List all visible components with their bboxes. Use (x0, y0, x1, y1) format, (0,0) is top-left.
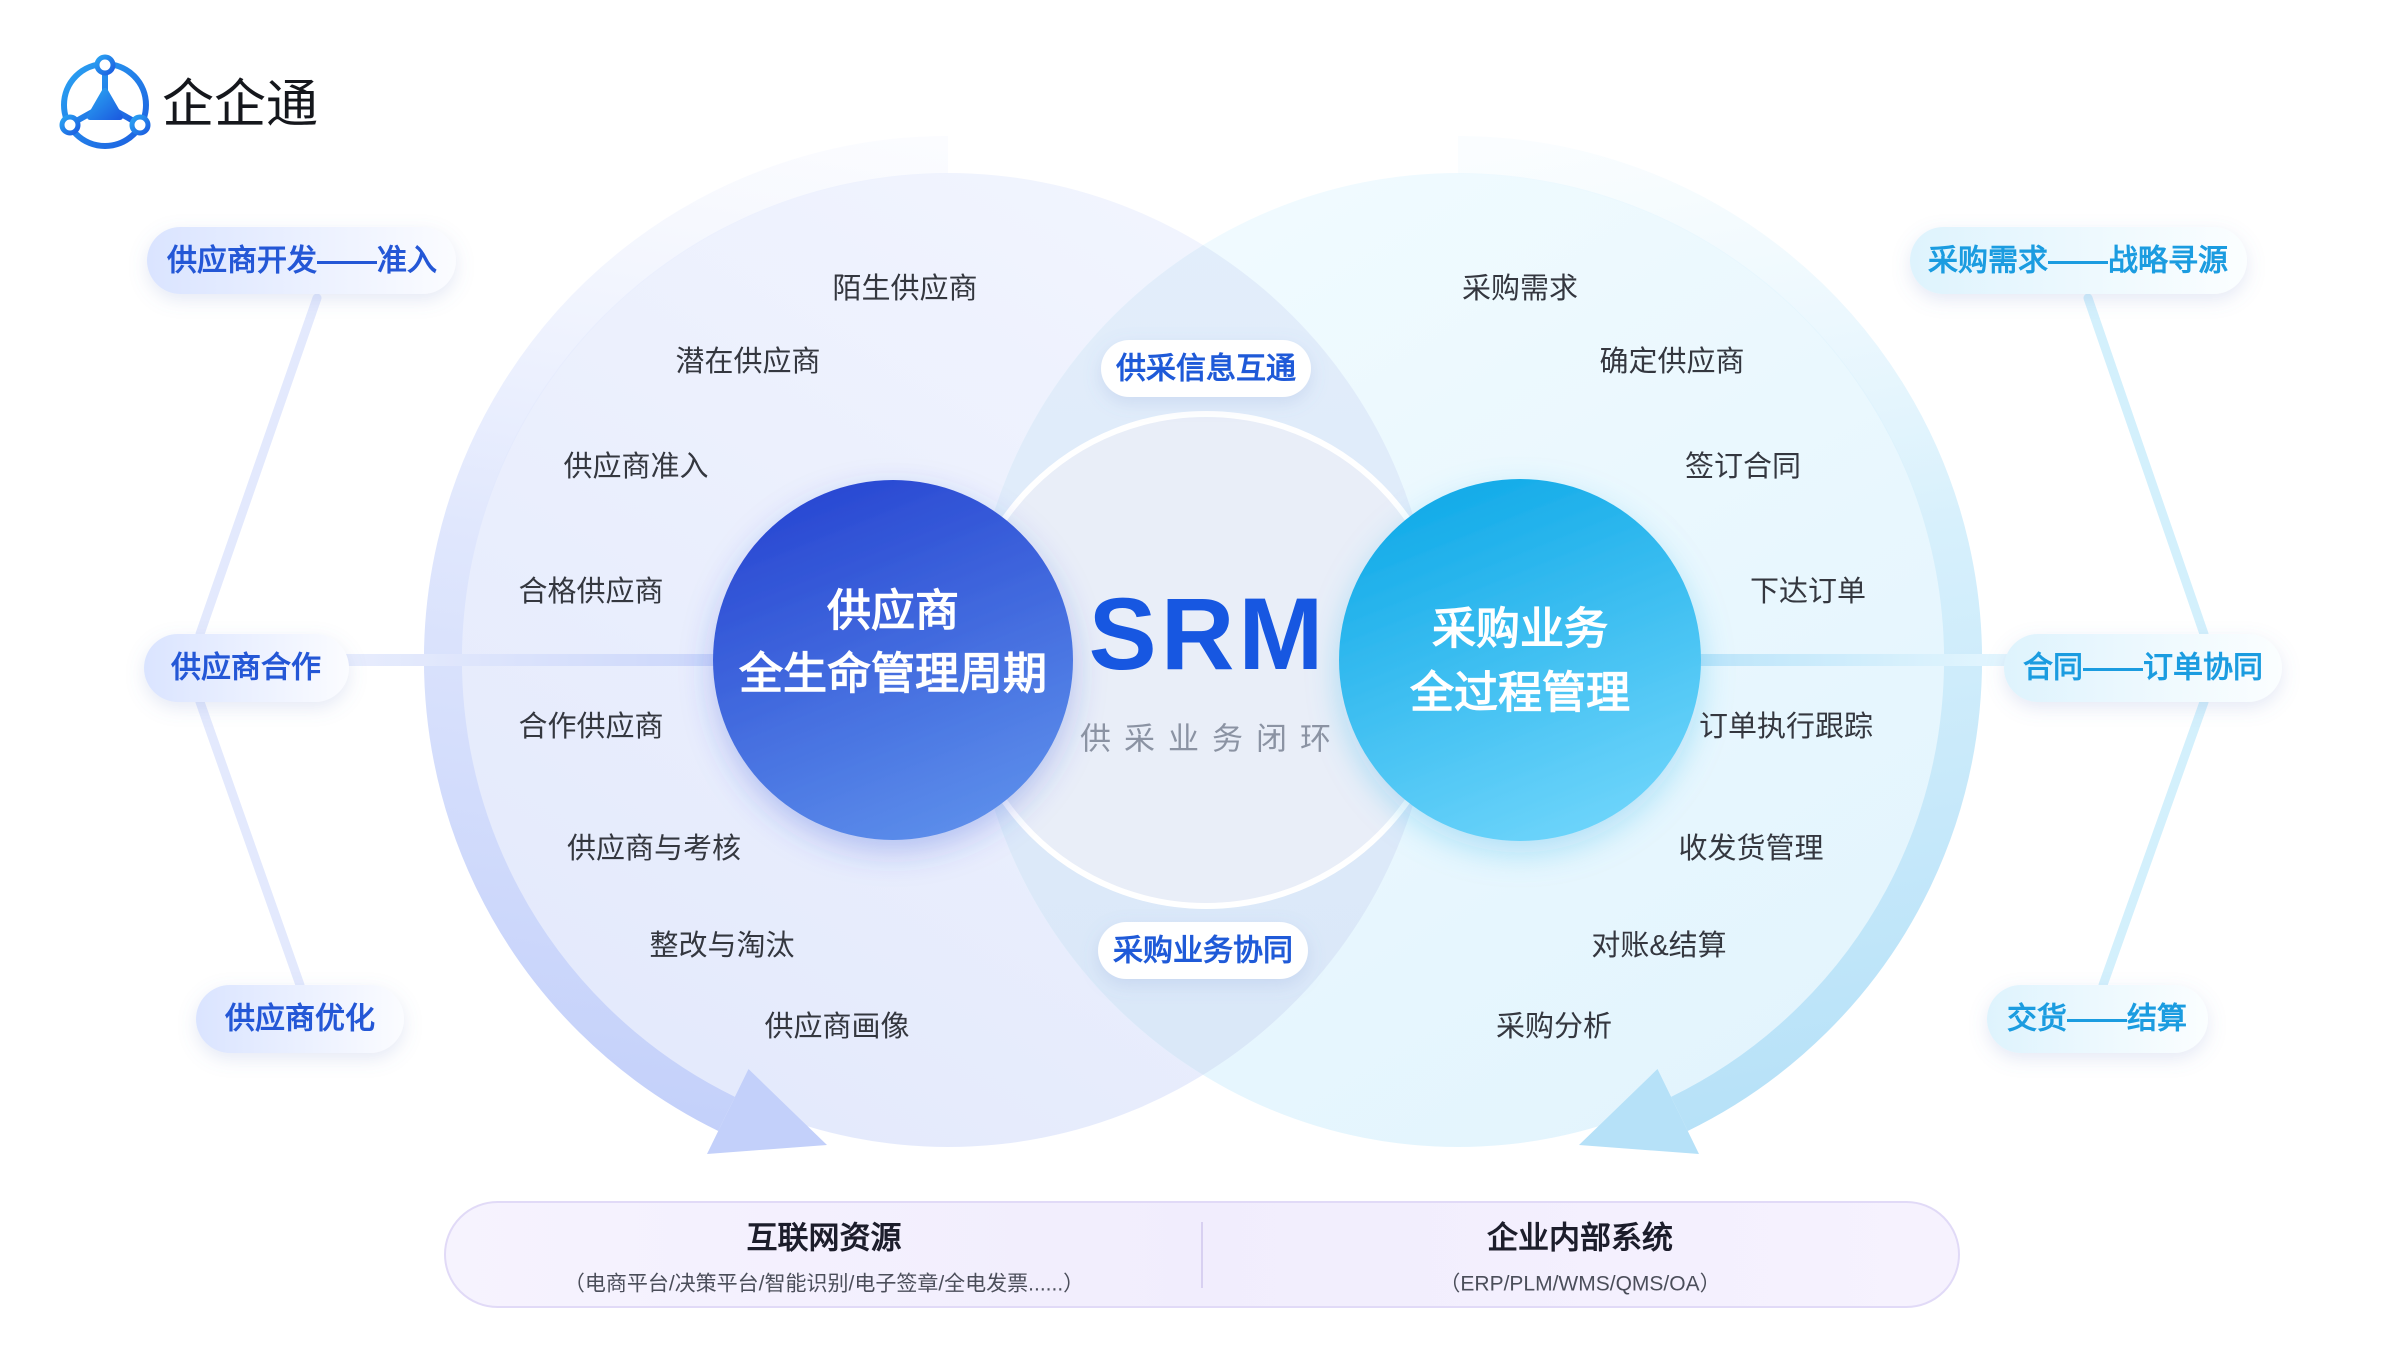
procurement-stage-label: 采购需求——战略寻源 (1928, 245, 2228, 278)
procurement-cycle-arc (1457, 136, 1983, 1131)
srm-title: SRM (1089, 577, 1328, 691)
procurement-stage-pill: 交货——结算 (1987, 985, 2208, 1053)
procurement-process-item: 订单执行跟踪 (1699, 710, 1873, 743)
info-exchange-label: 供采信息互通 (1115, 352, 1296, 386)
procurement-core-subtitle: 全过程管理 (1409, 668, 1630, 718)
business-collaboration-label: 采购业务协同 (1113, 935, 1293, 968)
internal-systems-detail: （ERP/PLM/WMS/QMS/OA） (1439, 1273, 1720, 1296)
supplier-cooperation-connector (340, 654, 760, 666)
supplier-lifecycle-item: 供应商与考核 (567, 832, 741, 865)
brand-logo: 企企通 (59, 54, 318, 149)
supplier-lifecycle-item: 潜在供应商 (675, 345, 820, 378)
supplier-lifecycle-item: 整改与淘汰 (649, 929, 794, 962)
procurement-process-item: 确定供应商 (1599, 345, 1744, 378)
procurement-cycle-arrow (1457, 136, 1983, 1154)
supplier-stage-label: 供应商优化 (224, 1002, 375, 1036)
arrowhead-icon (1579, 1069, 1699, 1154)
qiqitong-logo-icon (59, 54, 151, 149)
info-exchange-badge: 供采信息互通 (1101, 340, 1311, 397)
supplier-core-circle: 供应商 全生命管理周期 (713, 480, 1073, 840)
procurement-stage-pill: 采购需求——战略寻源 (1910, 227, 2247, 294)
supplier-stage-pill: 供应商优化 (196, 985, 404, 1053)
procurement-core-circle: 采购业务 全过程管理 (1339, 479, 1701, 841)
procurement-core-title: 采购业务 (1432, 605, 1608, 654)
supplier-stage-label: 供应商开发——准入 (166, 244, 437, 278)
supplier-lifecycle-item: 合作供应商 (518, 710, 663, 743)
connector-line (2098, 697, 2209, 990)
supplier-core-title: 供应商 (827, 587, 959, 636)
supplier-stage-pill: 供应商合作 (144, 634, 349, 702)
foundation-bar: 互联网资源 （电商平台/决策平台/智能识别/电子签章/全电发票......） 企… (444, 1201, 1960, 1308)
internet-resources-title: 互联网资源 (747, 1221, 902, 1256)
supplier-stage-label: 供应商合作 (170, 651, 321, 685)
procurement-process-item: 收发货管理 (1678, 832, 1823, 865)
procurement-stage-connectors (2083, 293, 2209, 990)
procurement-process-item: 下达订单 (1750, 575, 1866, 608)
arrowhead-icon (707, 1069, 827, 1154)
procurement-process-items: 采购需求 确定供应商 签订合同 下达订单 订单执行跟踪 收发货管理 对账&结算 … (1462, 272, 1873, 1043)
supplier-core-subtitle: 全生命管理周期 (738, 649, 1047, 699)
supplier-stage-connectors (195, 293, 322, 990)
procurement-process-item: 采购分析 (1496, 1010, 1612, 1043)
supplier-lifecycle-item: 合格供应商 (518, 575, 663, 608)
brand-name: 企企通 (162, 76, 318, 134)
supplier-lifecycle-item: 陌生供应商 (832, 272, 977, 305)
contract-order-connector (1640, 654, 2012, 666)
supplier-lifecycle-items: 陌生供应商 潜在供应商 供应商准入 合格供应商 合作供应商 供应商与考核 整改与… (518, 272, 977, 1043)
srm-subtitle: 供采业务闭环 (1080, 722, 1344, 757)
internal-systems-title: 企业内部系统 (1487, 1221, 1673, 1256)
procurement-process-item: 对账&结算 (1591, 929, 1726, 962)
connector-line (2083, 293, 2209, 639)
supplier-lifecycle-item: 供应商画像 (764, 1010, 909, 1043)
internet-resources-detail: （电商平台/决策平台/智能识别/电子签章/全电发票......） (564, 1273, 1084, 1296)
business-collaboration-badge: 采购业务协同 (1098, 922, 1308, 979)
connector-line (195, 697, 305, 990)
supplier-cycle-arc (423, 136, 949, 1131)
procurement-stage-label: 合同——订单协同 (2023, 651, 2263, 685)
procurement-process-item: 签订合同 (1685, 450, 1801, 483)
connector-line (195, 293, 322, 639)
procurement-stage-label: 交货——结算 (2007, 1002, 2187, 1036)
procurement-stage-pill: 合同——订单协同 (2004, 634, 2282, 702)
supplier-lifecycle-item: 供应商准入 (563, 450, 708, 483)
procurement-process-item: 采购需求 (1462, 272, 1578, 305)
supplier-cycle-arrow (423, 136, 949, 1154)
supplier-stage-pill: 供应商开发——准入 (147, 227, 456, 294)
